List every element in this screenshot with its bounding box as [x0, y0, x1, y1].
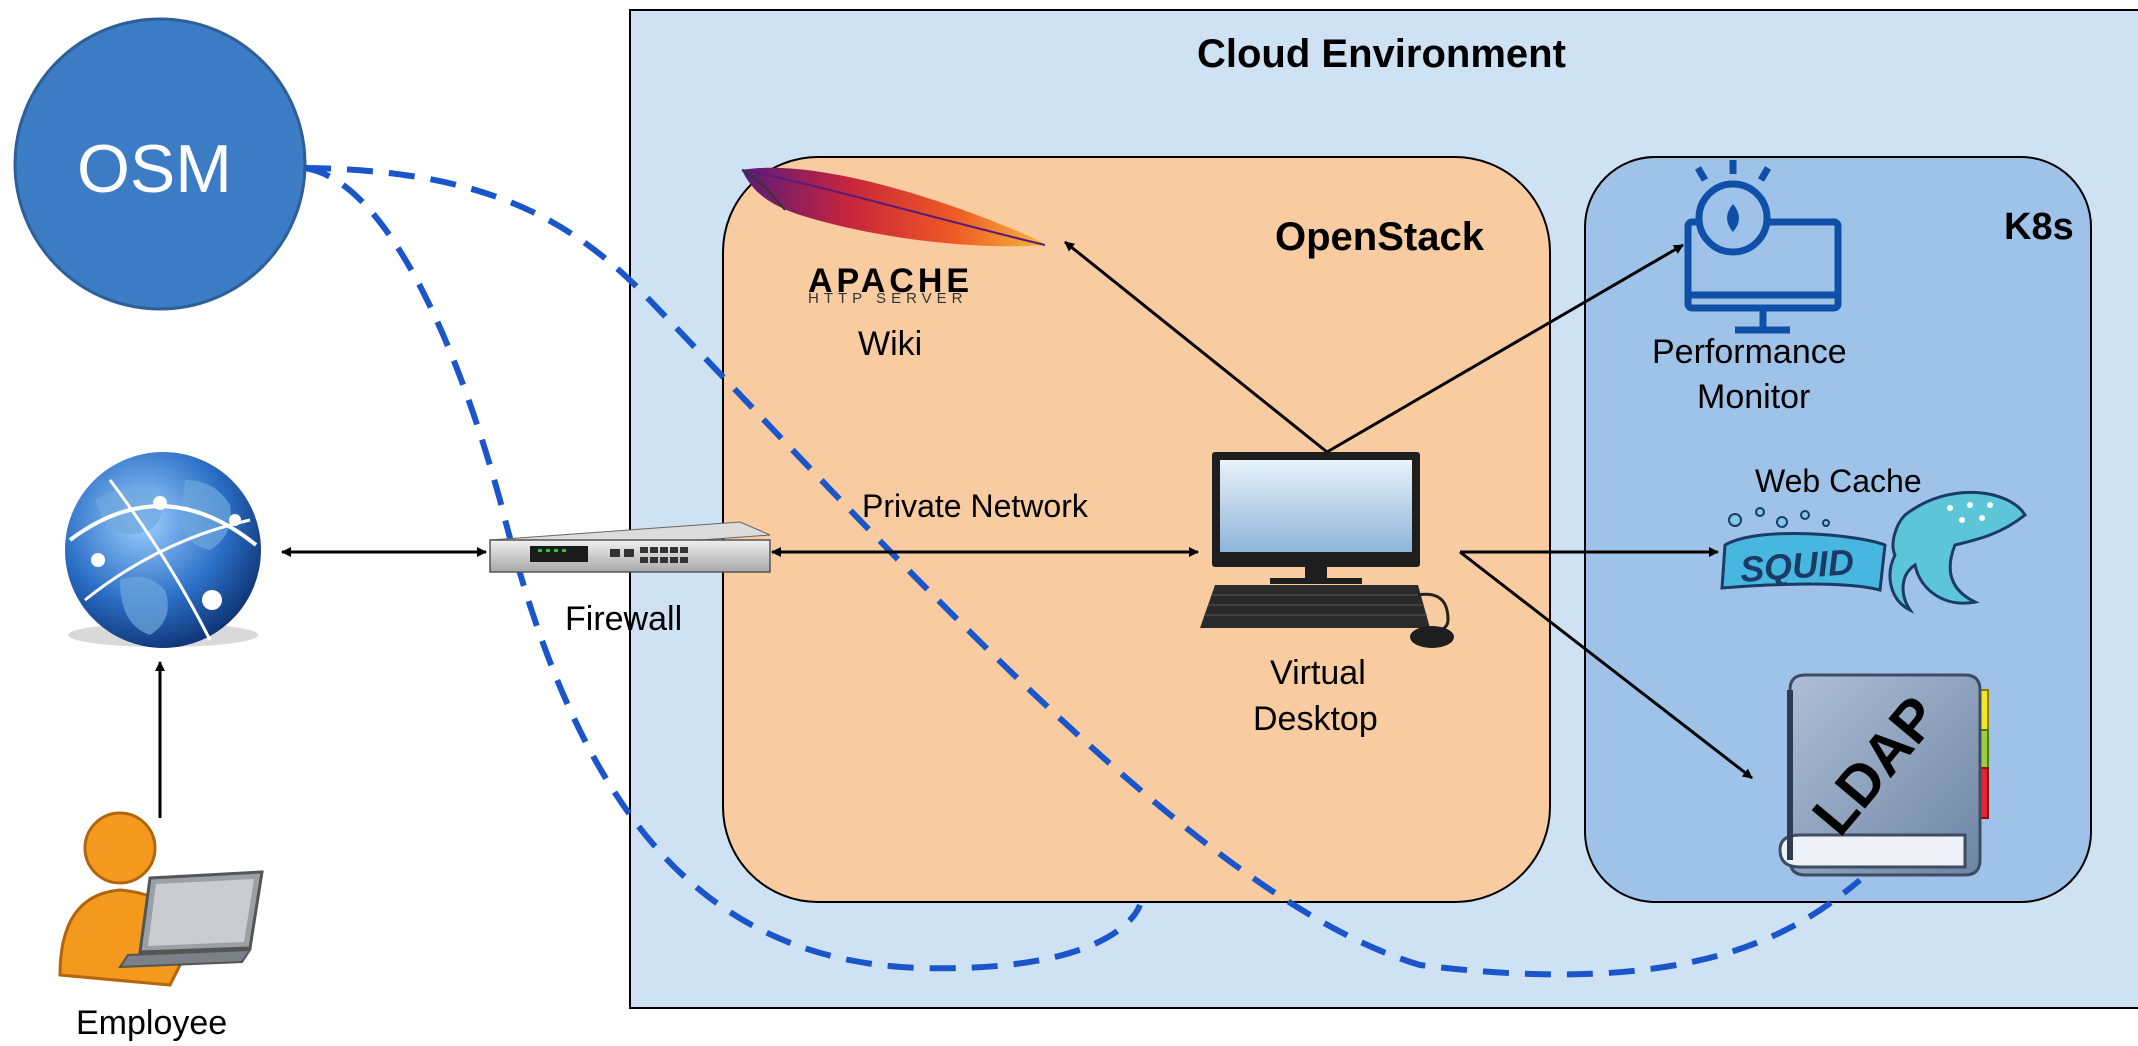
private-network-label: Private Network [862, 488, 1088, 524]
desktop-label-line1: Virtual [1270, 654, 1366, 692]
squid-logo-text: SQUID [1738, 541, 1856, 590]
desktop-ldap-arrow [1459, 550, 1753, 780]
employee-label: Employee [76, 1004, 228, 1042]
desktop-label-line2: Desktop [1253, 700, 1378, 738]
desktop-monitor-arrow [1326, 243, 1684, 454]
desktop-wiki-arrow [1064, 240, 1328, 454]
apache-feather-logo [741, 167, 1046, 247]
user-laptop-icon [58, 811, 264, 987]
cloud-environment-title: Cloud Environment [1197, 32, 1566, 76]
web-cache-label: Web Cache [1755, 463, 1922, 499]
desktop-computer-icon [1200, 452, 1454, 648]
monitor-label-line2: Monitor [1697, 378, 1811, 416]
ldap-book-icon [1778, 673, 1989, 877]
monitor-label-line1: Performance [1652, 333, 1847, 371]
globe-icon [65, 452, 261, 648]
squid-logo [1720, 490, 2027, 614]
openstack-title: OpenStack [1275, 215, 1484, 259]
k8s-title: K8s [2004, 206, 2074, 248]
performance-monitor-icon [1684, 160, 1842, 334]
apache-logo-text: APACHE [808, 262, 974, 300]
network-switch-icon [489, 521, 771, 573]
apache-logo-subtext: HTTP SERVER [808, 290, 968, 307]
osm-label: OSM [77, 131, 232, 207]
osm-node [13, 17, 307, 311]
osm-to-k8s-dashed-line [304, 165, 1862, 978]
wiki-label: Wiki [858, 325, 923, 363]
firewall-label: Firewall [565, 600, 683, 638]
